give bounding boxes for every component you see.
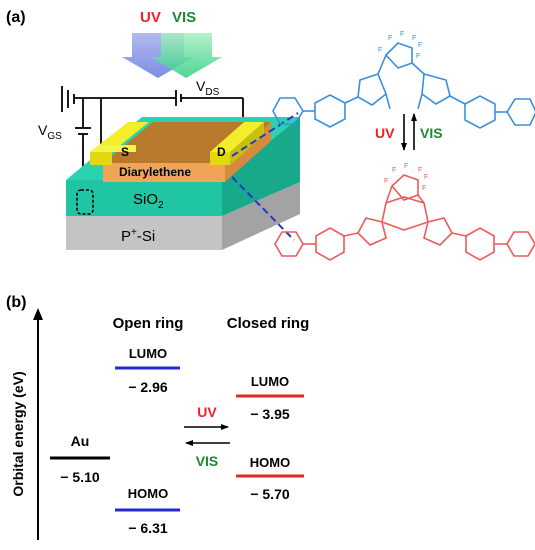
transistor-device xyxy=(66,117,300,250)
open-ring-molecule xyxy=(272,42,535,129)
source-pad-top xyxy=(92,145,136,152)
svg-text:F: F xyxy=(424,174,428,181)
source-top xyxy=(90,122,149,152)
oxide-side xyxy=(66,180,222,216)
oxide-right xyxy=(222,117,300,216)
closed-ring-labels: F F F F F F xyxy=(384,163,428,192)
panel-b-label: (b) xyxy=(6,294,26,311)
vis-light-arrow xyxy=(151,33,222,78)
uv-switch-label: UV xyxy=(197,404,217,420)
energy-axis-arrowhead xyxy=(33,308,43,320)
svg-text:F: F xyxy=(418,42,422,49)
au-label: Au xyxy=(71,433,90,449)
svg-text:F: F xyxy=(422,185,426,192)
panel-a-label: (a) xyxy=(6,9,26,26)
gate-contact xyxy=(76,189,94,215)
svg-text:F: F xyxy=(416,53,420,60)
substrate-side xyxy=(66,216,222,250)
switch-vis-label: VIS xyxy=(420,125,443,141)
svg-text:F: F xyxy=(412,35,416,42)
source-label: S xyxy=(121,145,129,159)
drain-right xyxy=(230,122,264,165)
oxide-label: SiO2 xyxy=(133,191,164,211)
substrate-right xyxy=(222,182,300,250)
light-arrows: UV VIS xyxy=(122,9,222,78)
dash-line-top xyxy=(231,112,299,157)
uv-light-label: UV xyxy=(140,9,161,26)
au-value: − 5.10 xyxy=(60,469,100,485)
vis-light-label: VIS xyxy=(172,9,196,26)
closed-ring-molecule xyxy=(274,174,535,261)
open-lumo-label: LUMO xyxy=(129,346,167,361)
open-ring-labels: F F F F F F xyxy=(378,31,422,60)
vgs-label: VGS xyxy=(38,122,62,142)
vds-label: VDS xyxy=(196,78,220,98)
drain-label: D xyxy=(217,145,226,159)
source-front xyxy=(90,152,112,165)
dash-line-bottom xyxy=(231,176,295,241)
drain-top xyxy=(210,122,264,152)
svg-text:F: F xyxy=(378,47,382,54)
svg-text:F: F xyxy=(400,31,404,38)
closed-lumo-label: LUMO xyxy=(251,374,289,389)
closed-lumo-value: − 3.95 xyxy=(250,406,290,422)
drain-front xyxy=(210,152,230,165)
vis-switch-label: VIS xyxy=(196,453,219,469)
film-front xyxy=(103,163,225,182)
closed-ring-title: Closed ring xyxy=(227,315,310,332)
open-homo-value: − 6.31 xyxy=(128,520,168,536)
open-ring-title: Open ring xyxy=(113,315,184,332)
film-label: Diarylethene xyxy=(119,165,191,179)
svg-text:F: F xyxy=(404,163,408,170)
svg-text:F: F xyxy=(388,35,392,42)
energy-axis-label: Orbital energy (eV) xyxy=(10,371,26,496)
closed-homo-label: HOMO xyxy=(250,455,290,470)
svg-text:F: F xyxy=(392,167,396,174)
svg-text:F: F xyxy=(384,178,388,185)
svg-text:F: F xyxy=(418,167,422,174)
open-homo-label: HOMO xyxy=(128,486,168,501)
open-lumo-value: − 2.96 xyxy=(128,379,168,395)
closed-homo-value: − 5.70 xyxy=(250,486,290,502)
switch-uv-label: UV xyxy=(375,125,395,141)
substrate-label: P+-Si xyxy=(121,227,155,245)
